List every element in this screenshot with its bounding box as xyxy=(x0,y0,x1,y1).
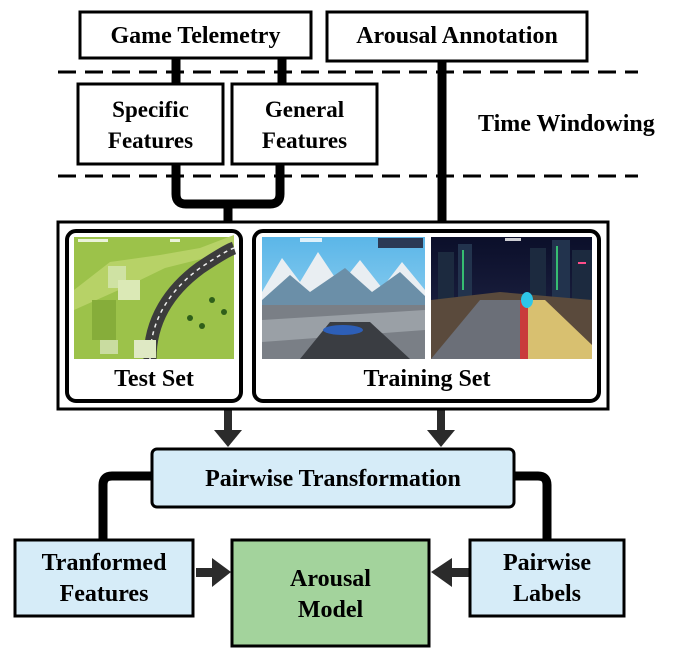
pairwise-labels-line2: Labels xyxy=(513,581,581,607)
game-telemetry-box: Game Telemetry xyxy=(78,10,313,60)
general-features-line1: General xyxy=(265,97,344,122)
specific-features-line2: Features xyxy=(108,128,193,153)
training-arrow-head xyxy=(427,430,455,447)
left-arrow-head xyxy=(212,558,231,587)
general-features-box: General Features xyxy=(230,82,379,166)
general-features-line2: Features xyxy=(262,128,347,153)
transform-to-pairwise-labels-connector xyxy=(514,471,552,540)
pairwise-labels-box: Pairwise Labels xyxy=(468,538,626,618)
pairwise-transformation-label: Pairwise Transformation xyxy=(205,466,461,492)
connectors xyxy=(98,58,552,540)
transform-to-transformed-features-connector xyxy=(98,471,152,540)
dataset-arrows xyxy=(214,410,455,447)
dataset-frame: Test Set xyxy=(56,220,610,411)
specific-features-line1: Specific xyxy=(112,97,189,122)
test-set-panel: Test Set xyxy=(65,229,243,403)
pairwise-labels-line1: Pairwise xyxy=(503,550,591,576)
arousal-model-box: Arousal Model xyxy=(230,538,431,648)
time-windowing-separators xyxy=(58,70,638,178)
features-merge-connector xyxy=(171,164,285,209)
arousal-model-line2: Model xyxy=(298,597,364,623)
model-arrows xyxy=(196,558,469,587)
mountain-racing-screenshot xyxy=(262,237,425,359)
top-down-racing-screenshot xyxy=(74,235,237,360)
right-arrow-shaft xyxy=(449,568,469,577)
time-windowing-label: Time Windowing xyxy=(478,111,655,137)
transformed-features-line2: Features xyxy=(60,581,149,607)
test-arrow-head xyxy=(214,430,242,447)
pairwise-transformation-box: Pairwise Transformation xyxy=(150,447,516,509)
test-arrow-shaft xyxy=(224,410,232,432)
arousal-model-line1: Arousal xyxy=(290,566,371,592)
right-arrow-head xyxy=(431,558,452,587)
left-arrow-shaft xyxy=(196,568,216,577)
training-arrow-shaft xyxy=(437,410,445,432)
training-set-panel: Training Set xyxy=(252,229,601,403)
game-telemetry-label: Game Telemetry xyxy=(111,23,281,49)
test-set-label: Test Set xyxy=(114,366,194,392)
transformed-features-line1: Tranformed xyxy=(42,550,168,576)
transformed-features-box: Tranformed Features xyxy=(13,538,195,618)
arousal-annotation-box: Arousal Annotation xyxy=(325,10,589,63)
night-city-racing-screenshot xyxy=(431,237,592,359)
specific-features-box: Specific Features xyxy=(76,82,225,166)
training-set-label: Training Set xyxy=(364,366,491,392)
arousal-annotation-label: Arousal Annotation xyxy=(356,23,558,49)
